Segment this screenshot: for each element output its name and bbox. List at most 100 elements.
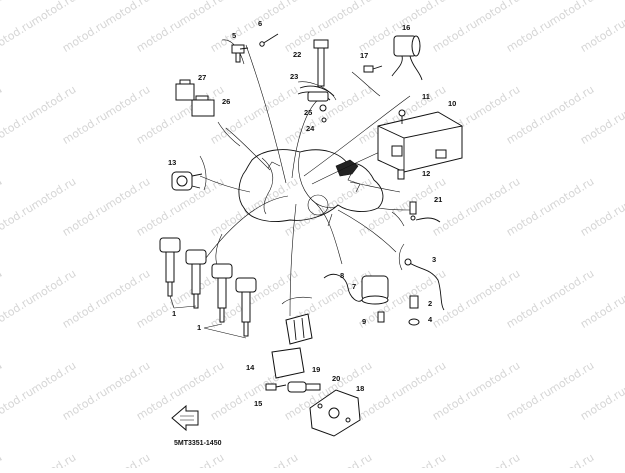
watermark-text: motod.ru: [441, 0, 491, 2]
watermark-text: motod.ru: [29, 175, 79, 213]
callout-c19: 19: [312, 365, 320, 374]
part-sensor-lead-3: [404, 258, 445, 311]
part-bracket-14: [265, 313, 313, 391]
watermark-text: motod.ru: [399, 359, 449, 397]
watermark-text: motod.ru: [0, 451, 4, 468]
part-plate-18: [287, 381, 361, 437]
watermark-text: motod.ru: [177, 359, 227, 397]
callout-c4: 4: [428, 315, 433, 324]
watermark-text: motod.ru: [325, 451, 375, 468]
watermark-text: motod.ru: [0, 17, 36, 55]
part-switch-assembly-22: [297, 39, 335, 123]
watermark-text: motod.ru: [251, 267, 301, 305]
callout-labels: 1123456789101112131415161718192021222324…: [168, 19, 456, 408]
watermark-text: motod.ru: [208, 109, 258, 147]
front-arrow-icon: [171, 404, 199, 432]
watermark-text: motod.ru: [473, 83, 523, 121]
watermark-text: motod.ru: [547, 0, 597, 29]
watermark-text: motod.ru: [177, 0, 227, 29]
watermark-text: motod.ru: [0, 109, 36, 147]
watermark-text: motod.ru: [504, 109, 554, 147]
watermark-text: motod.ru: [0, 359, 4, 397]
watermark-text: motod.ru: [177, 451, 227, 468]
callout-c1b: 1: [197, 323, 201, 332]
watermark-text: motod.ru: [473, 0, 523, 29]
watermark-text: motod.ru: [367, 0, 417, 2]
part-ecu-10: [377, 109, 463, 180]
watermark-text: motod.ru: [578, 109, 625, 147]
watermark-text: motod.ru: [547, 175, 597, 213]
watermark-text: motod.ru: [473, 175, 523, 213]
watermark-text: motod.ru: [134, 201, 184, 239]
watermark-text: motod.ru: [547, 267, 597, 305]
watermark-text: motod.ru: [399, 175, 449, 213]
part-relay-27: [175, 79, 215, 117]
callout-c9: 9: [362, 317, 366, 326]
watermark-text: motod.ru: [134, 17, 184, 55]
watermark-text: motod.ru: [60, 293, 110, 331]
watermark-text: motod.ru: [29, 451, 79, 468]
callout-c16: 16: [402, 23, 410, 32]
watermark-text: motod.ru: [325, 0, 375, 29]
watermark-text: motod.ru: [399, 451, 449, 468]
watermark-text: motod.ru: [103, 83, 153, 121]
part-relay-16: [363, 35, 423, 81]
watermark-text: motod.ru: [103, 359, 153, 397]
watermark-text: motod.ru: [60, 17, 110, 55]
watermark-text: motod.ru: [103, 175, 153, 213]
watermark-text: motod.ru: [578, 293, 625, 331]
watermark-text: motod.ru: [60, 109, 110, 147]
callout-c15: 15: [254, 399, 262, 408]
part-bolt-21: [409, 201, 441, 223]
callout-c24: 24: [306, 124, 315, 133]
watermark-text: motod.ru: [219, 0, 269, 2]
watermark-text: motod.ru: [504, 385, 554, 423]
watermark-text: motod.ru: [71, 0, 121, 2]
watermark-text: motod.ru: [578, 17, 625, 55]
watermark-text: motod.ru: [0, 385, 36, 423]
watermark-text: motod.ru: [60, 201, 110, 239]
callout-c1a: 1: [172, 309, 176, 318]
watermark-text: motod.ru: [29, 0, 79, 29]
watermark-text: motod.ru: [473, 451, 523, 468]
watermark-text: motod.ru: [0, 0, 47, 2]
watermark-text: motod.ru: [103, 0, 153, 29]
watermark-text: motod.ru: [29, 83, 79, 121]
frame-outline: [238, 149, 384, 222]
watermark-text: motod.ru: [208, 385, 258, 423]
watermark-text: motod.ru: [29, 267, 79, 305]
watermark-text: motod.ru: [293, 0, 343, 2]
callout-c27: 27: [198, 73, 206, 82]
callout-c3: 3: [432, 255, 436, 264]
watermark-text: motod.ru: [251, 83, 301, 121]
watermark-text: motod.ru: [0, 293, 36, 331]
watermark-text: motod.ru: [578, 201, 625, 239]
watermark-text: motod.ru: [430, 385, 480, 423]
part-sensor-5: [231, 44, 249, 63]
watermark-text: motod.ru: [251, 175, 301, 213]
callout-c12: 12: [422, 169, 430, 178]
group-brackets: [199, 39, 405, 305]
watermark-text: motod.ru: [0, 201, 36, 239]
drawing-code: 5MT3351-1450: [174, 440, 222, 447]
watermark-text: motod.ru: [356, 201, 406, 239]
part-connector-13: [171, 171, 203, 191]
callout-c2: 2: [428, 299, 432, 308]
watermark-text: motod.ru: [251, 451, 301, 468]
watermark-text: motod.ru: [325, 83, 375, 121]
callout-c25: 25: [304, 108, 312, 117]
watermark-text: motod.ru: [0, 175, 4, 213]
callout-c14: 14: [246, 363, 255, 372]
part-sensor-2: [408, 295, 420, 326]
watermark-text: motod.ru: [430, 293, 480, 331]
watermark-text: motod.ru: [504, 293, 554, 331]
watermark-text: motod.ru: [547, 83, 597, 121]
watermark-text: motod.ru: [103, 267, 153, 305]
part-ignition-coils-1: [159, 237, 257, 339]
watermark-text: motod.ru: [134, 109, 184, 147]
watermark-text: motod.ru: [547, 359, 597, 397]
watermark-text: motod.ru: [29, 359, 79, 397]
callout-c22: 22: [293, 50, 301, 59]
frame-bracket-icon: [335, 159, 359, 177]
